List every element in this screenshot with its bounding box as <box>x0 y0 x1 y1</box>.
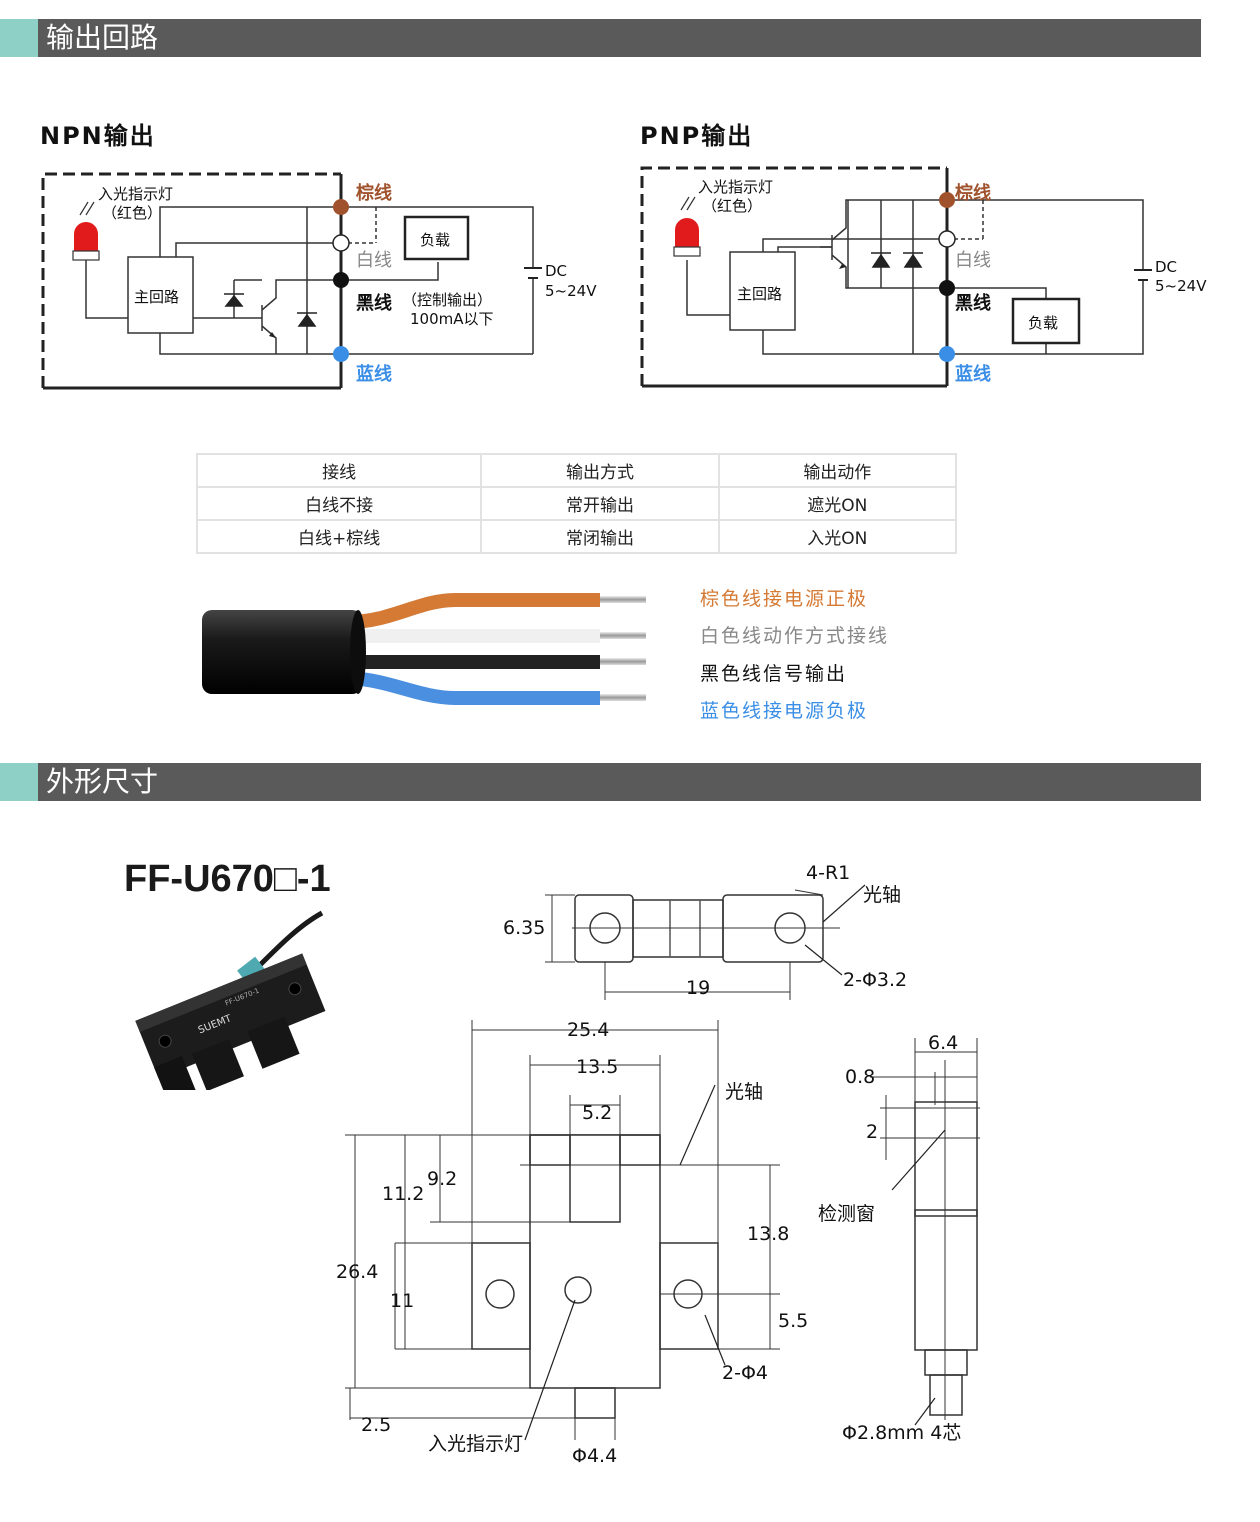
dim-25-4-label: 25.4 <box>567 1019 610 1041</box>
dim-11-label: 11 <box>390 1290 415 1312</box>
dim-5-5-label: 5.5 <box>778 1310 809 1332</box>
pnp-indicator-label: 入光指示灯 <box>698 178 774 196</box>
pnp-main-circuit-label: 主回路 <box>737 285 783 303</box>
brown-wire-label: 棕色线接电源正极 <box>700 588 869 610</box>
blue-terminal <box>333 346 349 362</box>
npn-title: NPN输出 <box>40 122 156 150</box>
black-wire-label: 黑色线信号输出 <box>700 663 848 685</box>
table-row: 白线+棕线 常闭输出 入光ON <box>195 519 958 554</box>
npn-indicator-label: 入光指示灯 <box>98 185 174 203</box>
dimension-drawing <box>345 884 980 1441</box>
white-terminal <box>938 230 956 248</box>
npn-blue-label: 蓝线 <box>356 364 392 385</box>
optical-axis-top-label: 光轴 <box>863 884 902 906</box>
table-header-cell: 输出动作 <box>717 453 958 488</box>
section-title: 输出回路 <box>46 21 159 54</box>
dim-radius-label: 4-R1 <box>806 862 851 884</box>
blue-terminal <box>939 346 955 362</box>
npn-control-output-label: （控制输出） <box>402 291 493 309</box>
brown-terminal <box>333 199 349 215</box>
table-cell: 遮光ON <box>717 486 958 521</box>
dim-6-35-label: 6.35 <box>503 917 546 939</box>
white-wire-label: 白色线动作方式接线 <box>700 625 890 647</box>
table-cell: 入光ON <box>717 519 958 554</box>
pnp-dc-label: DC <box>1155 258 1178 276</box>
npn-brown-label: 棕线 <box>356 183 392 204</box>
hole-4-label: 2-Φ4 <box>722 1362 768 1384</box>
pnp-white-label: 白线 <box>955 250 991 271</box>
dim-0-8-label: 0.8 <box>845 1066 876 1088</box>
section-header-dimensions: 外形尺寸 <box>0 763 1201 801</box>
dim-19-label: 19 <box>686 977 711 999</box>
indicator-lamp-label: 入光指示灯 <box>428 1433 524 1455</box>
pnp-brown-label: 棕线 <box>955 183 991 204</box>
dim-2-label: 2 <box>866 1121 879 1143</box>
black-terminal <box>333 272 349 288</box>
optical-axis-front-label: 光轴 <box>725 1081 764 1103</box>
dim-2-5-label: 2.5 <box>361 1414 392 1436</box>
cable-illustration <box>202 593 646 705</box>
table-header-cell: 接线 <box>195 453 483 488</box>
cable-spec-label: Φ2.8mm 4芯 <box>842 1422 962 1444</box>
black-terminal <box>939 280 955 296</box>
dim-4-4-label: Φ4.4 <box>572 1445 618 1467</box>
table-cell: 白线+棕线 <box>195 519 483 554</box>
pnp-indicator-color: （红色） <box>702 197 763 215</box>
wiring-table: 接线 输出方式 输出动作 白线不接 常开输出 遮光ON 白线+棕线 常闭输出 入… <box>195 453 958 554</box>
product-photo: SUEMT FF-U670-1 <box>135 910 326 1090</box>
table-header-cell: 输出方式 <box>480 453 720 488</box>
npn-load-label: 负载 <box>420 231 451 249</box>
detection-window-label: 检测窗 <box>818 1203 876 1225</box>
npn-circuit-diagram <box>41 172 542 390</box>
table-row: 白线不接 常开输出 遮光ON <box>195 486 958 521</box>
brown-terminal <box>939 192 955 208</box>
led-icon <box>673 218 701 257</box>
pnp-blue-label: 蓝线 <box>955 364 991 385</box>
npn-indicator-color: （红色） <box>102 204 163 222</box>
npn-white-label: 白线 <box>356 250 392 271</box>
pnp-black-label: 黑线 <box>955 293 991 314</box>
model-name: FF-U670□-1 <box>124 858 331 900</box>
section-accent <box>0 763 38 801</box>
hole-3-2-label: 2-Φ3.2 <box>843 969 908 991</box>
npn-main-circuit-label: 主回路 <box>134 288 180 306</box>
dim-9-2-label: 9.2 <box>427 1168 458 1190</box>
led-icon <box>72 222 100 261</box>
section-header-output: 输出回路 <box>0 19 1201 57</box>
pnp-load-label: 负载 <box>1028 314 1059 332</box>
pnp-title: PNP输出 <box>640 122 754 150</box>
dim-13-8-label: 13.8 <box>747 1223 790 1245</box>
blue-wire-label: 蓝色线接电源负极 <box>700 700 869 722</box>
npn-black-label: 黑线 <box>356 293 392 314</box>
pnp-circuit-diagram <box>640 166 1152 388</box>
section-accent <box>0 19 38 57</box>
dim-11-2-label: 11.2 <box>382 1183 425 1205</box>
pnp-voltage-label: 5~24V <box>1155 277 1207 295</box>
dim-26-4-label: 26.4 <box>336 1261 379 1283</box>
dim-6-4-label: 6.4 <box>928 1032 959 1054</box>
section-title: 外形尺寸 <box>46 765 159 798</box>
npn-current-label: 100mA以下 <box>410 310 494 328</box>
npn-dc-label: DC <box>545 262 568 280</box>
dim-5-2-label: 5.2 <box>582 1102 613 1124</box>
npn-voltage-label: 5~24V <box>545 282 597 300</box>
table-cell: 常开输出 <box>480 486 720 521</box>
white-terminal <box>332 234 350 252</box>
table-cell: 白线不接 <box>195 486 483 521</box>
table-cell: 常闭输出 <box>480 519 720 554</box>
table-header-row: 接线 输出方式 输出动作 <box>195 453 958 488</box>
dim-13-5-label: 13.5 <box>576 1056 619 1078</box>
